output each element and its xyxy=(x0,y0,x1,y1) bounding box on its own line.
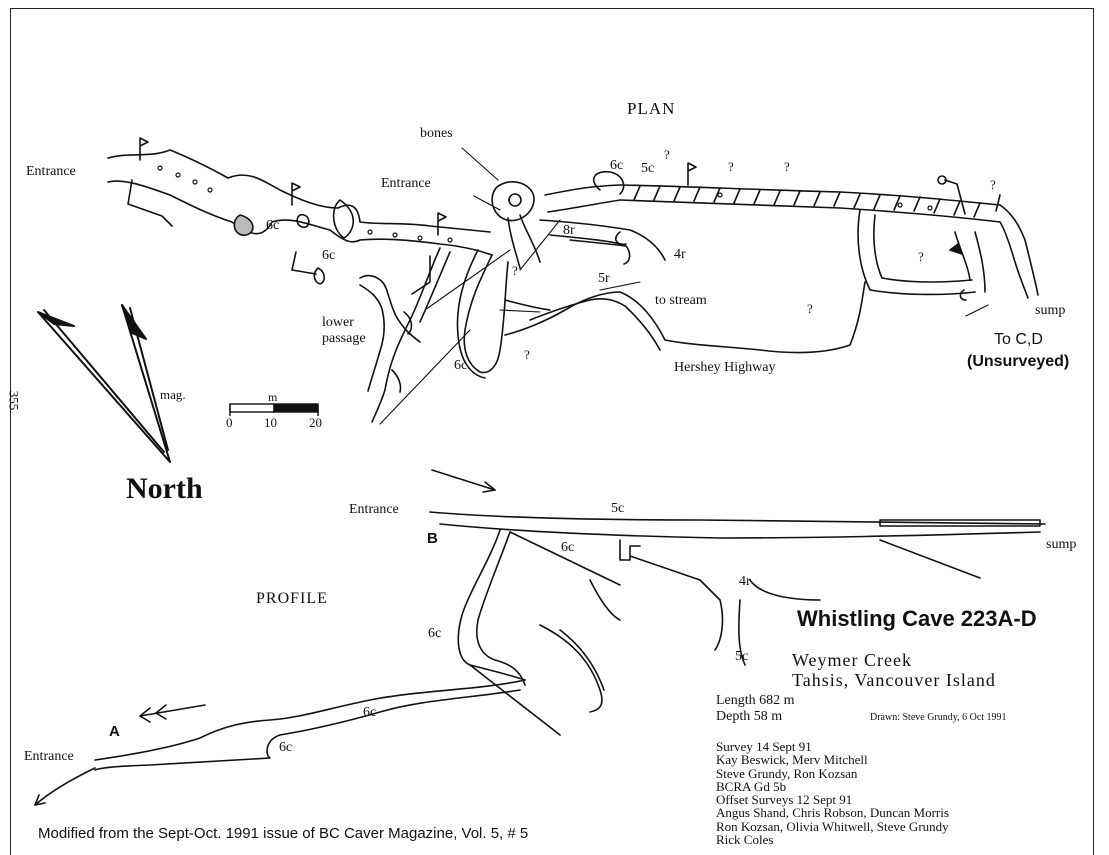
plan-unknown-6: ? xyxy=(807,301,813,316)
plan-sump-label: sump xyxy=(1035,303,1066,318)
page-frame xyxy=(10,8,1094,855)
plan-leaders xyxy=(379,147,989,425)
survey-line: Steve Grundy, Ron Kozsan xyxy=(716,765,858,781)
plan-unknown-4: ? xyxy=(990,177,996,192)
plan-hershey-highway xyxy=(504,281,866,354)
plan-unknown-1: ? xyxy=(664,147,670,162)
plan-5c-label: 5c xyxy=(641,161,655,176)
profile-entrance-bottom-label: Entrance xyxy=(24,749,74,764)
plan-unknown-2: ? xyxy=(728,159,734,174)
source-footer: Modified from the Sept-Oct. 1991 issue o… xyxy=(38,825,529,842)
profile-entrance-top-label: Entrance xyxy=(349,502,399,517)
plan-to-stream-label: to stream xyxy=(655,293,707,308)
survey-line: Angus Shand, Chris Robson, Duncan Morris xyxy=(716,805,949,821)
plan-boulders xyxy=(157,165,933,243)
profile-title: PROFILE xyxy=(256,590,328,607)
scale-tick-10: 10 xyxy=(264,415,277,430)
cave-length: Length 682 m xyxy=(716,693,795,708)
mag-label: mag. xyxy=(160,387,186,402)
plan-title: PLAN xyxy=(627,99,676,118)
plan-6c-label-a: 6c xyxy=(266,218,280,233)
survey-line: Offset Surveys 12 Sept 91 xyxy=(716,792,853,808)
profile-main-passage xyxy=(34,511,1046,806)
plan-to-cd-label-2: (Unsurveyed) xyxy=(967,353,1070,370)
plan-8r-label: 8r xyxy=(563,223,575,238)
profile-4r-label: 4r xyxy=(739,574,751,589)
plan-unknown-8: ? xyxy=(512,263,518,278)
plan-entrance-mid-label: Entrance xyxy=(381,176,431,191)
scale-tick-0: 0 xyxy=(226,415,233,430)
plan-lower-passage-label-2: passage xyxy=(322,331,366,346)
profile-marker-b: B xyxy=(427,530,438,547)
plan-4r-label: 4r xyxy=(674,247,686,262)
profile-6c-top-label: 6c xyxy=(561,540,575,555)
plan-bones-chamber xyxy=(491,181,666,269)
survey-line: Ron Kozsan, Olivia Whitwell, Steve Grund… xyxy=(716,818,949,834)
scale-bar xyxy=(229,403,319,416)
plan-bones-label: bones xyxy=(420,126,453,141)
plan-5r-label: 5r xyxy=(598,271,610,286)
plan-6c-label-c: 6c xyxy=(610,158,624,173)
plan-unknown-5: ? xyxy=(918,249,924,264)
plan-passage-left xyxy=(107,149,493,285)
profile-arrows xyxy=(139,469,496,723)
north-label: North xyxy=(126,472,203,505)
profile-6c-low-label-2: 6c xyxy=(279,740,293,755)
survey-line: Survey 14 Sept 91 xyxy=(716,739,812,754)
plan-6c-label-b: 6c xyxy=(322,248,336,263)
plan-lower-passage-label-1: lower xyxy=(322,315,354,330)
plan-6c-label-d: 6c xyxy=(454,358,468,373)
plan-flags xyxy=(127,137,1001,295)
cave-location-1: Weymer Creek xyxy=(792,650,912,670)
profile-5c-mid-label: 5c xyxy=(735,649,749,664)
profile-5c-top-label: 5c xyxy=(611,501,625,516)
plan-to-cd-label-1: To C,D xyxy=(994,331,1043,348)
survey-credits: Survey 14 Sept 91 Kay Beswick, Merv Mitc… xyxy=(716,739,949,848)
plan-hershey-highway-label: Hershey Highway xyxy=(674,360,776,375)
cave-title: Whistling Cave 223A-D xyxy=(797,606,1037,631)
side-page-number: 355 xyxy=(6,390,22,411)
plan-unknown-3: ? xyxy=(784,159,790,174)
cave-drawn-by: Drawn: Steve Grundy, 6 Oct 1991 xyxy=(870,712,1007,723)
plan-unknown-7: ? xyxy=(524,347,530,362)
plan-entrance-left-label: Entrance xyxy=(26,164,76,179)
profile-marker-a: A xyxy=(109,723,120,740)
cave-location-2: Tahsis, Vancouver Island xyxy=(792,670,996,690)
north-arrow-icon xyxy=(37,304,171,463)
cave-depth: Depth 58 m xyxy=(716,709,783,724)
survey-line: Kay Beswick, Merv Mitchell xyxy=(716,752,868,768)
profile-sump-label: sump xyxy=(1046,537,1077,552)
scale-unit: m xyxy=(268,390,278,404)
profile-6c-low-label-1: 6c xyxy=(363,705,377,720)
profile-6c-left-label: 6c xyxy=(428,626,442,641)
survey-line: Rick Coles xyxy=(716,832,774,848)
plan-lower-passages xyxy=(359,247,509,423)
survey-line: BCRA Gd 5b xyxy=(716,778,787,794)
plan-passage-main xyxy=(544,170,1039,301)
scale-tick-20: 20 xyxy=(309,415,322,430)
